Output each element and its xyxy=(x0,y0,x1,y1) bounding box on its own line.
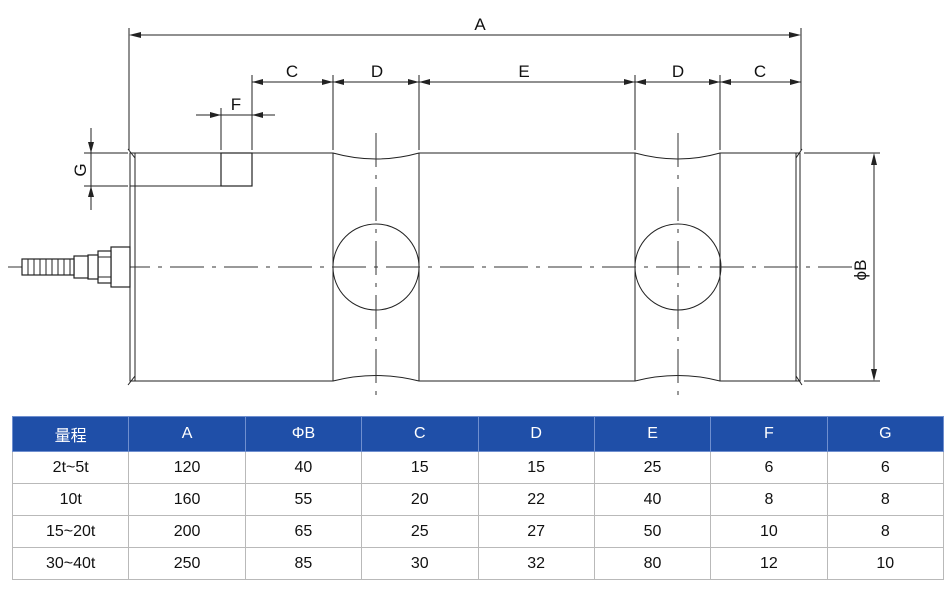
table-cell: 65 xyxy=(244,515,363,548)
table-header-row: 量程 A ΦB C D E F G xyxy=(11,416,945,452)
table-row: 30~40t 250 85 30 32 80 12 10 xyxy=(11,547,945,580)
cable-gland xyxy=(21,246,131,288)
table-cell: 80 xyxy=(593,547,712,580)
column-header: C xyxy=(361,416,479,452)
dimension-label-g: G xyxy=(71,163,90,176)
table-cell: 27 xyxy=(477,515,595,548)
table-cell: 120 xyxy=(128,451,246,484)
center-lines xyxy=(8,133,858,398)
table-cell: 20 xyxy=(361,483,479,516)
table-cell: 55 xyxy=(244,483,363,516)
table-cell: 8 xyxy=(826,515,945,548)
table-row: 15~20t 200 65 25 27 50 10 8 xyxy=(11,515,945,548)
table-cell: 160 xyxy=(128,483,246,516)
table-cell: 200 xyxy=(128,515,246,548)
column-header: ΦB xyxy=(244,416,363,452)
table-cell: 22 xyxy=(477,483,595,516)
dimension-g: G xyxy=(71,128,128,210)
column-header: 量程 xyxy=(11,416,130,452)
column-header: F xyxy=(710,416,828,452)
dimension-label-c-left: C xyxy=(286,62,298,81)
dimension-label-phi-b: ϕB xyxy=(851,260,870,281)
table-cell: 15 xyxy=(361,451,479,484)
dimension-phi-b: ϕB xyxy=(804,152,880,382)
table-cell: 30 xyxy=(361,547,479,580)
dimension-label-d-right: D xyxy=(672,62,684,81)
table-cell: 25 xyxy=(593,451,712,484)
column-header: G xyxy=(826,416,945,452)
dimension-label-f: F xyxy=(231,95,241,114)
table-cell: 25 xyxy=(361,515,479,548)
table-cell: 40 xyxy=(244,451,363,484)
column-header: D xyxy=(477,416,595,452)
dimension-f: F xyxy=(196,95,275,150)
table-cell: 50 xyxy=(593,515,712,548)
table-cell: 8 xyxy=(826,483,945,516)
load-cell-drawing: A C D E D C F G xyxy=(8,15,880,398)
table-cell: 12 xyxy=(710,547,828,580)
table-cell: 15~20t xyxy=(11,515,130,548)
table-cell: 250 xyxy=(128,547,246,580)
slot-feature xyxy=(130,152,253,187)
table-cell: 85 xyxy=(244,547,363,580)
dimension-label-e: E xyxy=(518,62,529,81)
dimension-label-c-right: C xyxy=(754,62,766,81)
table-cell: 40 xyxy=(593,483,712,516)
table-cell: 10t xyxy=(11,483,130,516)
table-cell: 2t~5t xyxy=(11,451,130,484)
table-cell: 6 xyxy=(826,451,945,484)
table-cell: 8 xyxy=(710,483,828,516)
table-cell: 6 xyxy=(710,451,828,484)
dimension-label-d-left: D xyxy=(371,62,383,81)
column-header: A xyxy=(128,416,246,452)
dimension-a: A xyxy=(128,15,802,150)
table-row: 2t~5t 120 40 15 15 25 6 6 xyxy=(11,451,945,484)
table-cell: 10 xyxy=(826,547,945,580)
table-row: 10t 160 55 20 22 40 8 8 xyxy=(11,483,945,516)
table-cell: 10 xyxy=(710,515,828,548)
column-header: E xyxy=(593,416,712,452)
table-cell: 32 xyxy=(477,547,595,580)
dimension-chain: C D E D C xyxy=(251,62,801,150)
dimension-label-a: A xyxy=(474,15,486,34)
specification-table: 量程 A ΦB C D E F G 2t~5t 120 40 15 15 25 … xyxy=(11,416,945,580)
table-cell: 15 xyxy=(477,451,595,484)
table-cell: 30~40t xyxy=(11,547,130,580)
